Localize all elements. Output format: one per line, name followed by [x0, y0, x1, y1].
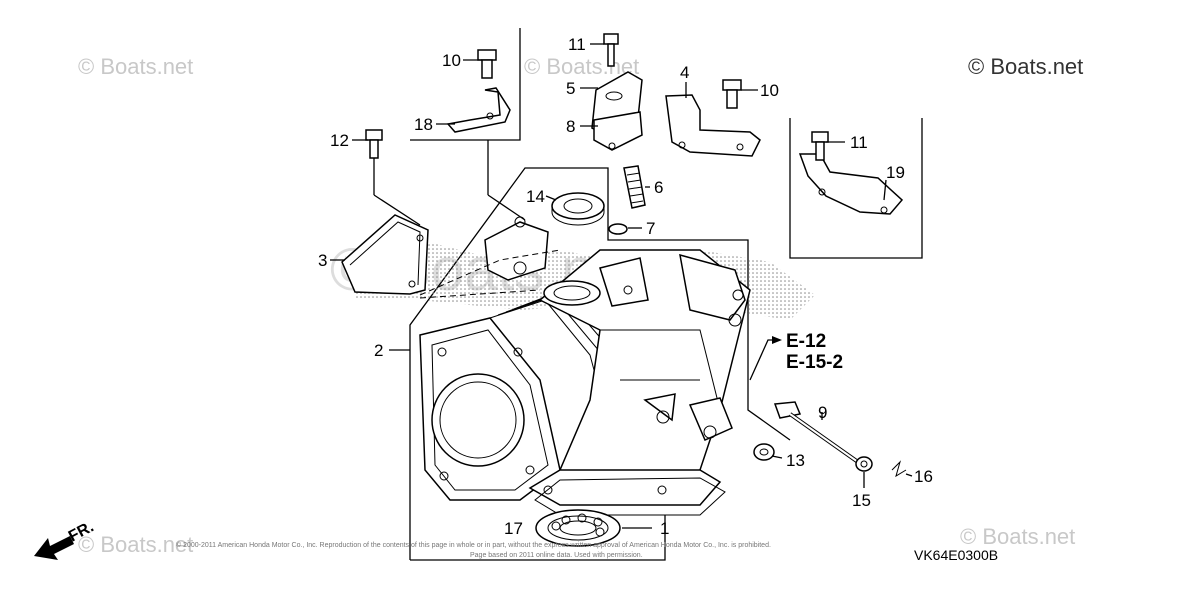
callout-16: 16 — [914, 467, 933, 486]
reference-e-15-2[interactable]: E-15-2 — [786, 352, 843, 373]
bolt-11-right — [811, 131, 829, 161]
watermark-main: © Boats.net — [968, 54, 1083, 79]
frames — [409, 28, 923, 561]
part-8-cover — [591, 71, 643, 151]
callout-1: 1 — [660, 519, 669, 538]
callout-11-right: 11 — [850, 133, 868, 152]
callout-9: 9 — [818, 403, 827, 422]
callout-3: 3 — [318, 251, 327, 270]
callout-11-top: 11 — [568, 35, 586, 54]
part-14-oil-seal — [551, 192, 605, 226]
callout-8: 8 — [566, 117, 575, 136]
bolt-12 — [365, 129, 383, 159]
callout-7: 7 — [646, 219, 655, 238]
part-17-bearing — [535, 509, 621, 547]
bolt-10-right — [722, 79, 742, 109]
callout-5: 5 — [566, 79, 575, 98]
copyright-line-1: © 2000-2011 American Honda Motor Co., In… — [176, 541, 771, 549]
callout-18: 18 — [414, 115, 433, 134]
callout-17: 17 — [504, 519, 523, 538]
part-9-rod — [773, 401, 860, 464]
part-7-pin — [608, 223, 628, 235]
callout-14: 14 — [526, 187, 545, 206]
callout-15: 15 — [852, 491, 871, 510]
callout-10-left: 10 — [442, 51, 461, 70]
part-18-bracket — [446, 87, 511, 133]
callout-19: 19 — [886, 163, 905, 182]
part-16-clip — [891, 460, 907, 478]
leader-lines — [330, 43, 913, 529]
watermark-bottom-right: © Boats.net — [960, 524, 1075, 549]
watermark-top-center: © Boats.net — [524, 54, 639, 79]
bolt-11-top — [603, 33, 619, 67]
part-15-washer — [855, 456, 873, 472]
dashed-outline — [419, 249, 561, 299]
callouts: 10 11 5 8 4 10 18 12 3 2 14 7 6 11 19 9 … — [318, 35, 933, 538]
part-13-seal — [753, 443, 775, 461]
part-3-shroud — [341, 214, 429, 295]
bolt-10-left — [477, 49, 497, 79]
part-6-screen — [623, 165, 646, 209]
callout-10-right: 10 — [760, 81, 779, 100]
copyright-line-2: Page based on 2011 online data. Used wit… — [470, 552, 643, 559]
callout-2: 2 — [374, 341, 383, 360]
callout-13: 13 — [786, 451, 805, 470]
reference-e-12[interactable]: E-12 — [786, 331, 826, 352]
callout-6: 6 — [654, 178, 663, 197]
watermark-top-left: © Boats.net — [78, 54, 193, 79]
arrow-down-left-icon — [34, 536, 74, 560]
diagram-code: VK64E0300B — [914, 547, 998, 563]
callout-4: 4 — [680, 63, 689, 82]
part-4-bracket — [665, 94, 761, 157]
callout-12: 12 — [330, 131, 349, 150]
cylinder-block — [419, 216, 751, 506]
part-19-bracket — [798, 153, 904, 215]
watermark-bottom-left: © Boats.net — [78, 532, 193, 557]
